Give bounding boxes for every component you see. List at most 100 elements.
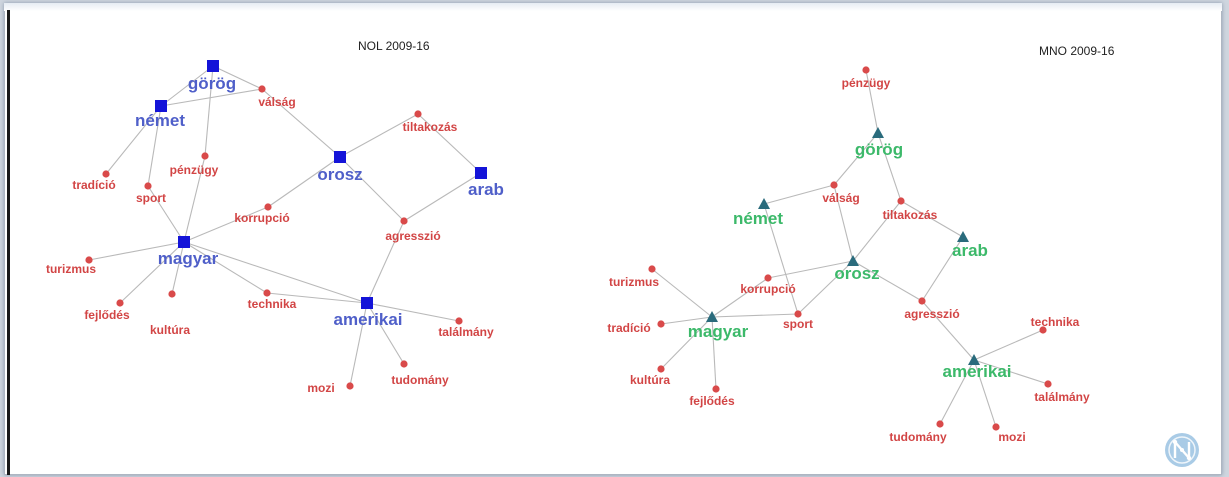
edge-amerikai-technika (973, 329, 1044, 361)
leaf-dot-penzugy (862, 66, 870, 74)
edge-technika-amerikai (266, 292, 368, 304)
edge-nemet-sport (763, 203, 799, 315)
left-network-panel: NOL 2009-16görögnémetoroszarabmagyaramer… (46, 39, 504, 395)
edge-nemet-valsag (160, 88, 263, 107)
edge-gorog-tiltakozas (877, 132, 902, 202)
edge-orosz-agresszio (852, 260, 923, 302)
edge-gorog-nemet (160, 65, 214, 107)
leaf-dot-korrupcio (264, 203, 272, 211)
hub-label-orosz: orosz (317, 165, 362, 184)
edge-tiltakozas-arab (417, 113, 482, 174)
leaf-label-kultura: kultúra (630, 373, 670, 387)
leaf-label-talalmany: találmány (1034, 390, 1090, 404)
leaf-dot-agresszio (918, 297, 926, 305)
leaf-label-mozi: mozi (307, 381, 334, 395)
hub-label-gorog: görög (855, 140, 903, 159)
hub-label-nemet: német (733, 209, 783, 228)
edge-orosz-sport (797, 260, 854, 315)
leaf-dot-agresszio (400, 217, 408, 225)
edge-arab-agresszio (921, 236, 964, 302)
leaf-label-talalmany: találmány (438, 325, 494, 339)
edge-amerikai-talalmany (973, 359, 1049, 385)
leaf-dot-kultura (657, 365, 665, 373)
hub-square-amerikai (361, 297, 373, 309)
edge-gorog-valsag (212, 65, 263, 90)
edge-gorog-penzugy (204, 65, 214, 157)
right-network-panel: MNO 2009-16görögnémetoroszarabmagyaramer… (607, 44, 1114, 444)
hub-label-amerikai: amerikai (943, 362, 1012, 381)
leaf-label-valsag: válság (822, 191, 859, 205)
leaf-dot-technika (1039, 326, 1047, 334)
edge-orosz-korrupcio (267, 156, 341, 208)
edge-valsag-nemet (763, 184, 835, 205)
leaf-dot-tradicio (102, 170, 110, 178)
edge-gorog-valsag (833, 132, 879, 186)
leaf-dot-kultura (168, 290, 176, 298)
hub-label-arab: arab (952, 241, 988, 260)
hub-label-magyar: magyar (158, 249, 219, 268)
hub-square-magyar (178, 236, 190, 248)
hub-square-arab (475, 167, 487, 179)
hub-label-orosz: orosz (834, 264, 879, 283)
edge-magyar-turizmus (88, 241, 185, 261)
leaf-dot-valsag (830, 181, 838, 189)
edge-penzugy-gorog (865, 69, 879, 134)
leaf-label-technika: technika (1031, 315, 1080, 329)
edge-agresszio-amerikai (366, 220, 405, 304)
edge-orosz-agresszio (339, 156, 405, 222)
hub-square-orosz (334, 151, 346, 163)
edge-tradicio-magyar (660, 316, 713, 325)
leaf-dot-talalmany (455, 317, 463, 325)
leaf-dot-sport (144, 182, 152, 190)
leaf-dot-mozi (992, 423, 1000, 431)
leaf-dot-technika (263, 289, 271, 297)
network-logo-icon (1165, 433, 1199, 467)
leaf-dot-turizmus (85, 256, 93, 264)
edge-orosz-korrupcio (767, 260, 854, 279)
edge-sport-magyar (711, 313, 799, 318)
hub-triangle-magyar (706, 311, 718, 322)
leaf-label-kultura: kultúra (150, 323, 190, 337)
edge-orosz-tiltakozas (339, 113, 419, 158)
hub-label-arab: arab (468, 180, 504, 199)
hub-label-nemet: német (135, 111, 185, 130)
hub-label-magyar: magyar (688, 322, 749, 341)
edge-sport-magyar (147, 185, 185, 243)
hub-square-gorog (207, 60, 219, 72)
edge-amerikai-mozi (973, 359, 997, 428)
edge-agresszio-amerikai (921, 300, 975, 361)
leaf-label-agresszio: agresszió (904, 307, 959, 321)
leaf-label-fejlodes: fejlődés (84, 308, 130, 322)
leaf-label-tiltakozas: tiltakozás (883, 208, 938, 222)
leaf-label-tradicio: tradíció (607, 321, 650, 335)
edge-magyar-technika (183, 241, 268, 294)
leaf-label-korrupcio: korrupció (740, 282, 795, 296)
edge-korrupcio-magyar (711, 277, 769, 318)
leaf-label-korrupcio: korrupció (234, 211, 289, 225)
hub-square-nemet (155, 100, 167, 112)
leaf-dot-penzugy (201, 152, 209, 160)
edge-amerikai-mozi (349, 302, 368, 387)
hub-triangle-orosz (847, 255, 859, 266)
edge-arab-agresszio (403, 172, 482, 222)
hub-triangle-amerikai (968, 354, 980, 365)
edge-magyar-kultura (171, 241, 185, 295)
leaf-label-sport: sport (783, 317, 813, 331)
leaf-label-tiltakozas: tiltakozás (403, 120, 458, 134)
leaf-dot-tudomany (400, 360, 408, 368)
leaf-dot-fejlodes (116, 299, 124, 307)
edge-valsag-orosz (261, 88, 341, 158)
edge-valsag-orosz (833, 184, 854, 262)
leaf-label-penzugy: pénzügy (842, 76, 891, 90)
figure-frame (4, 3, 1222, 475)
leaf-label-tudomany: tudomány (391, 373, 449, 387)
edge-korrupcio-magyar (183, 206, 269, 243)
leaf-dot-talalmany (1044, 380, 1052, 388)
hub-label-gorog: görög (188, 74, 236, 93)
leaf-dot-korrupcio (764, 274, 772, 282)
leaf-dot-sport (794, 310, 802, 318)
edge-magyar-fejlodes (119, 241, 185, 304)
edge-tiltakozas-arab (900, 200, 964, 238)
edge-amerikai-tudomany (939, 359, 975, 425)
edge-magyar-fejlodes (711, 316, 717, 390)
